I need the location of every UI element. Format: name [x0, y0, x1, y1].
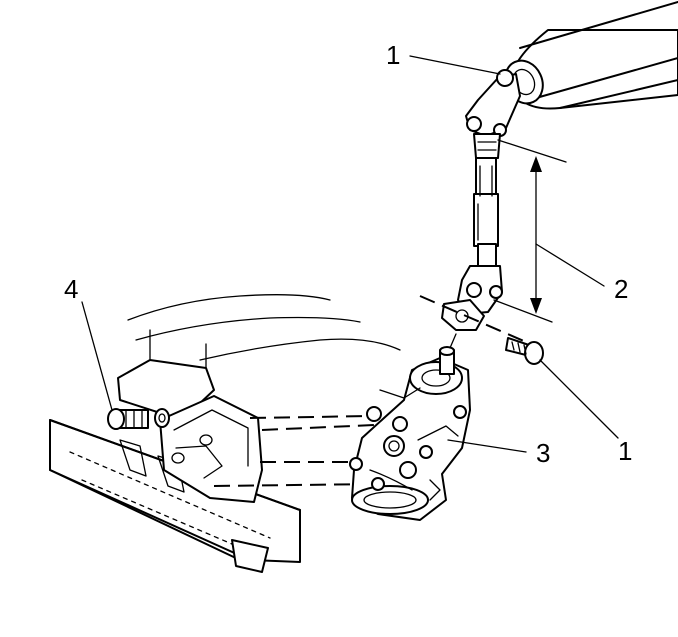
bolt-alignment-dashed-lines	[213, 415, 397, 487]
leader-4	[81, 301, 113, 411]
callout-1-bottom: 1	[618, 436, 632, 466]
leader-1-bottom	[539, 359, 619, 439]
leader-1-top	[409, 55, 501, 75]
steering-gear	[349, 333, 471, 521]
bolt-axis-dashed-line	[419, 295, 527, 343]
leader-lines	[81, 55, 619, 453]
leader-3	[447, 439, 527, 453]
mounting-bracket	[159, 395, 263, 503]
callout-2: 2	[614, 274, 628, 304]
intermediate-shaft	[473, 157, 499, 269]
callout-1-top: 1	[386, 40, 400, 70]
callout-4: 4	[64, 274, 78, 304]
upper-universal-joint	[465, 69, 521, 159]
mounting-bolt	[107, 408, 170, 430]
shaft-length-dimension	[493, 139, 567, 323]
callout-3: 3	[536, 438, 550, 468]
cross-member	[117, 294, 401, 421]
lower-universal-joint	[441, 265, 503, 331]
steering-column-shaft	[504, 1, 678, 110]
leader-2	[535, 243, 605, 287]
pinch-bolt	[505, 337, 544, 365]
